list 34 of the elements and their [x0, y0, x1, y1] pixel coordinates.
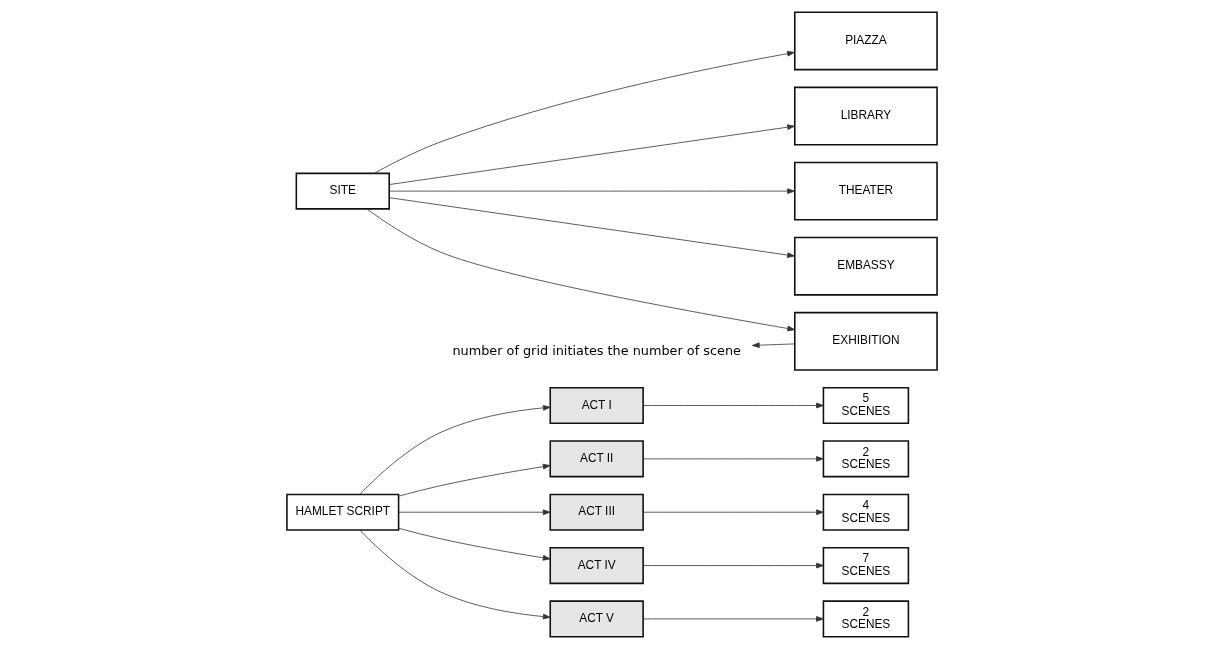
arrow — [398, 509, 551, 516]
arrow — [642, 616, 824, 622]
node-text: number of grid initiates the number of scene — [452, 342, 741, 358]
node-box: 2 SCENES — [822, 600, 910, 638]
arrow — [642, 402, 824, 409]
node-box: 2 SCENES — [822, 440, 910, 478]
node-box: ACT II — [549, 440, 644, 478]
arrow — [398, 463, 551, 497]
arrow — [366, 208, 796, 332]
arrow — [389, 124, 795, 185]
arrow — [751, 342, 795, 348]
arrow — [642, 456, 824, 462]
arrow — [642, 509, 824, 516]
arrow — [359, 405, 551, 495]
node-box: PIAZZA — [794, 11, 938, 71]
arrow — [359, 529, 551, 620]
node-box: THEATER — [794, 161, 938, 221]
node-box: ACT V — [549, 600, 644, 638]
arrow — [389, 188, 795, 194]
node-box: EXHIBITION — [794, 311, 938, 371]
node-box: SITE — [295, 172, 390, 210]
node-box: ACT I — [549, 386, 644, 425]
node-box: 5 SCENES — [822, 386, 910, 425]
arrow — [389, 197, 795, 258]
node-box: 7 SCENES — [822, 547, 910, 585]
node-box: EMBASSY — [794, 236, 938, 296]
node-box: LIBRARY — [794, 86, 938, 146]
node-box: ACT III — [549, 493, 644, 531]
node-box: ACT IV — [549, 547, 644, 585]
node-box: HAMLET SCRIPT — [286, 493, 400, 531]
arrow — [398, 527, 551, 561]
arrow — [642, 562, 824, 569]
arrow — [374, 50, 795, 174]
node-box: 4 SCENES — [822, 493, 910, 531]
